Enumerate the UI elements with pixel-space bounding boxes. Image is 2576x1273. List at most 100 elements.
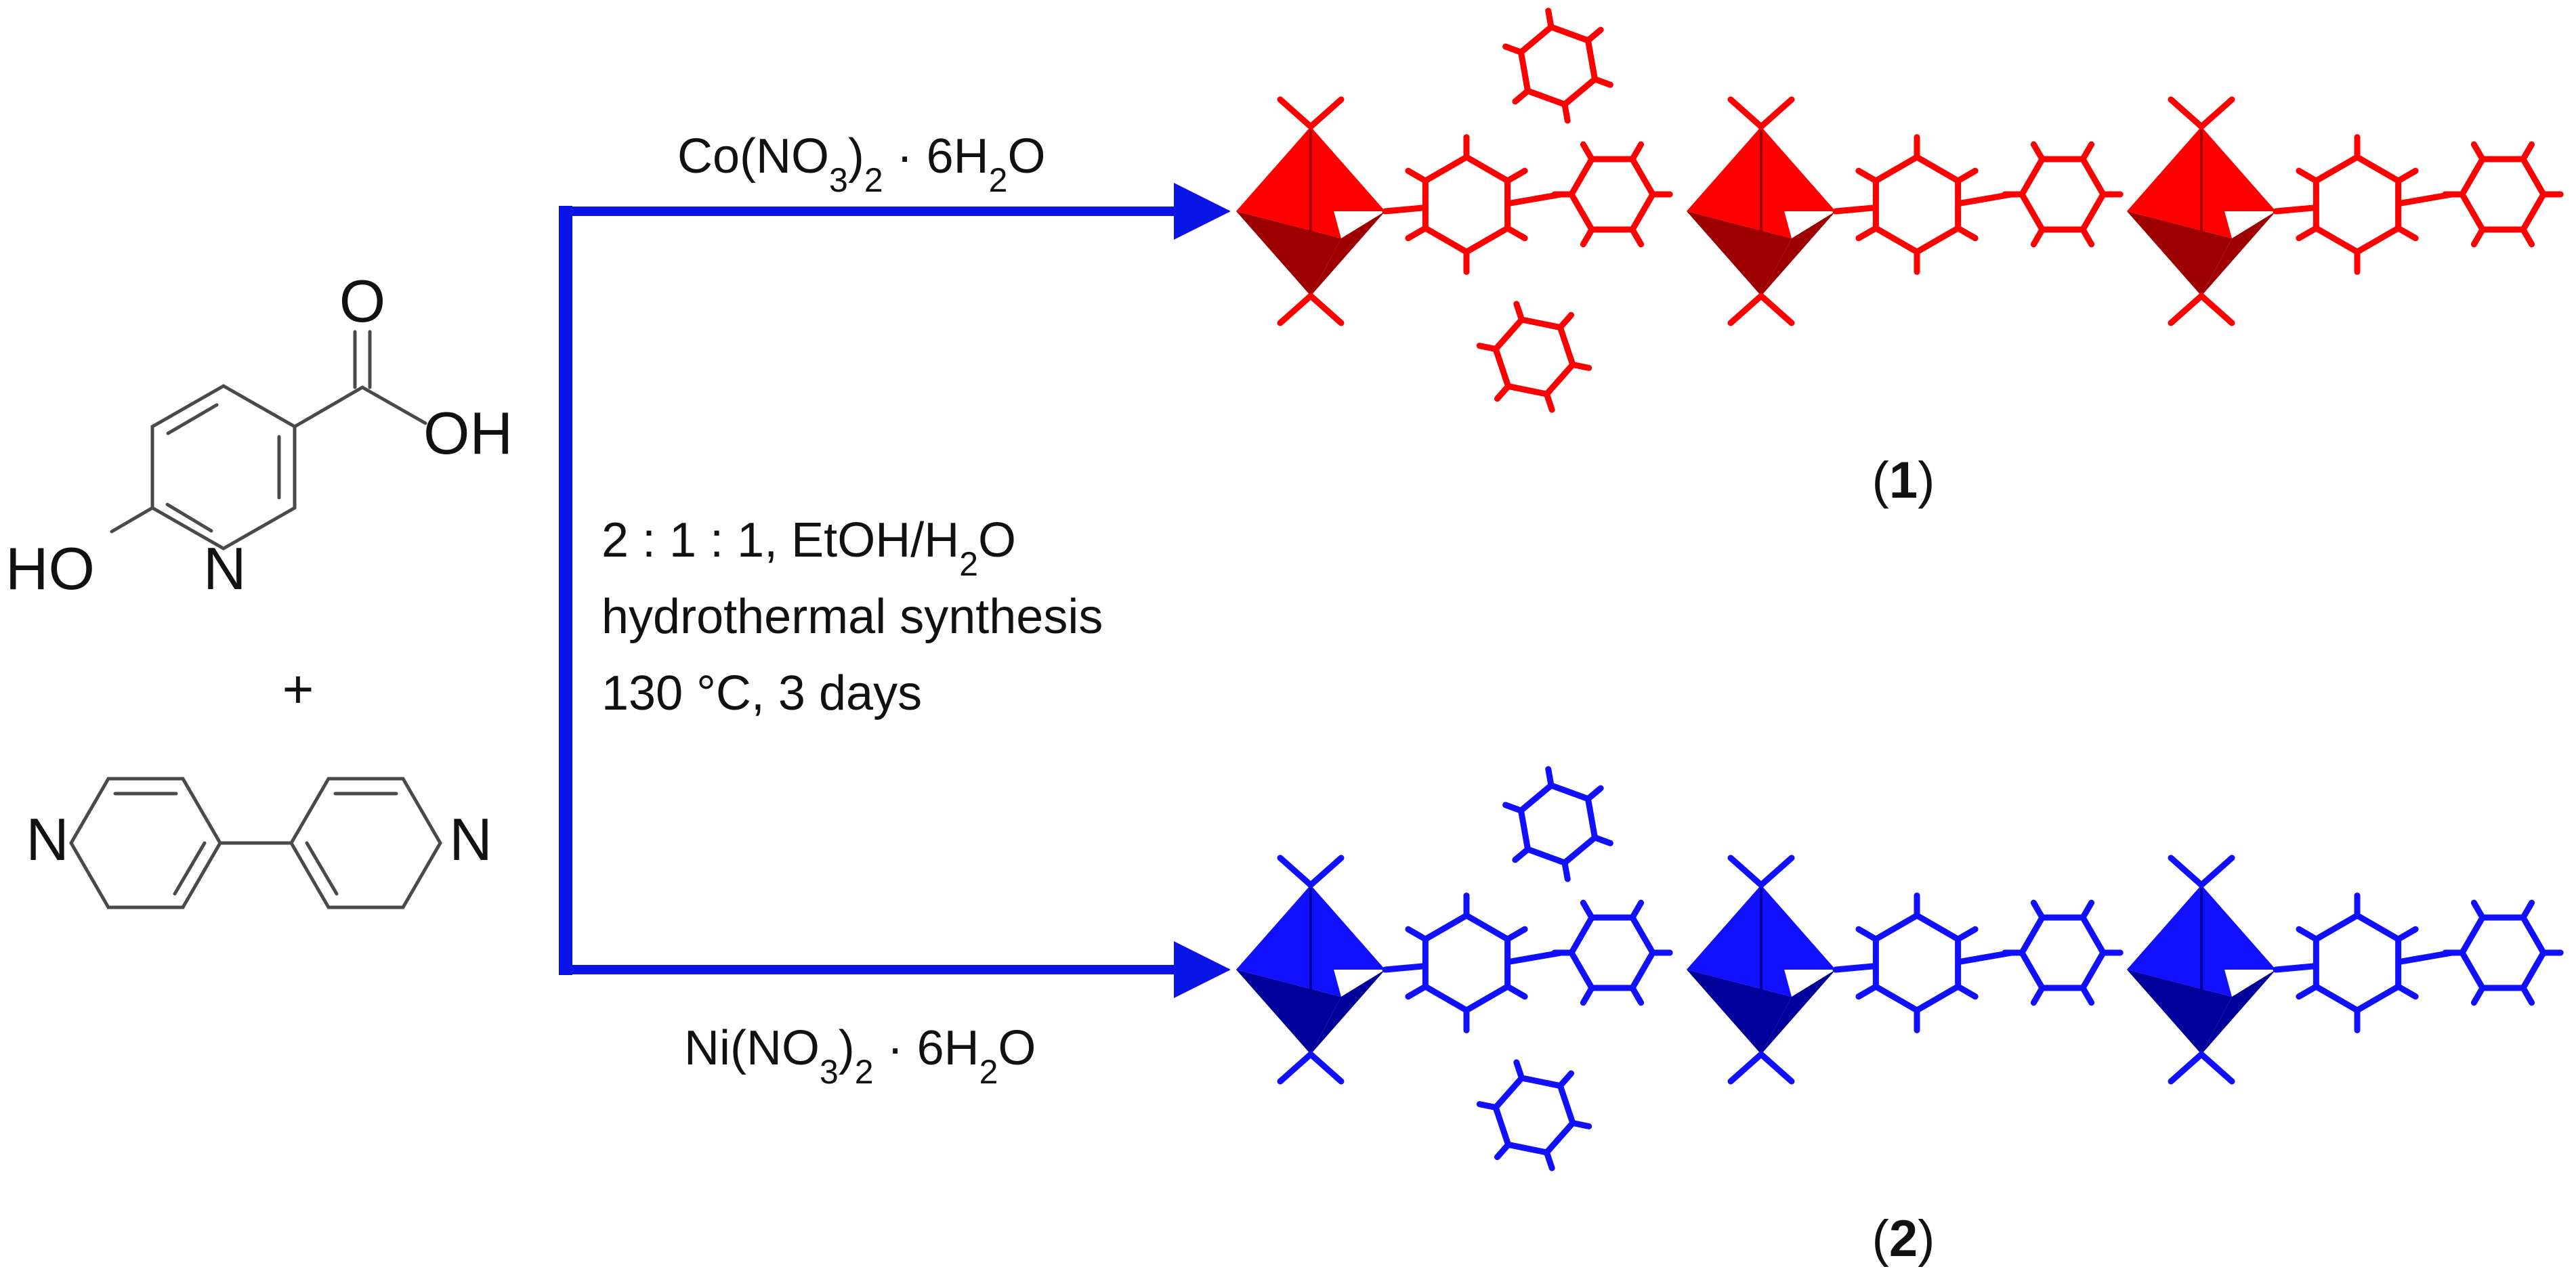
octahedron-face: [1687, 127, 1792, 238]
ring-substituent: [1955, 926, 1979, 943]
ring-substituent: [1580, 899, 1595, 921]
ring-substituent: [1513, 1059, 1525, 1081]
ring-substituent: [1561, 859, 1571, 882]
metal-bond: [1277, 855, 1314, 888]
ring-substituent: [2520, 141, 2535, 163]
ring-substituent: [1405, 983, 1429, 1000]
temperature-time-text: 130 °C, 3 days: [601, 666, 922, 720]
ring-substituent: [1629, 226, 1645, 248]
metal-bond: [1307, 855, 1345, 888]
metal-bond: [2168, 293, 2205, 326]
ring-substituent: [1504, 167, 1528, 184]
ring-substituent: [2296, 167, 2319, 184]
linker-bond: [2273, 963, 2317, 973]
ring-substituent: [1512, 846, 1532, 863]
ring-substituent: [2296, 926, 2319, 943]
carbonyl-oxygen-label: O: [339, 267, 385, 335]
ring-substituent: [1557, 1070, 1575, 1089]
ring-substituent: [1405, 926, 1429, 943]
ring-substituent: [2395, 983, 2419, 1000]
octahedron-face: [2127, 211, 2232, 296]
ring-substituent: [1494, 383, 1512, 402]
hydroxynicotinic-acid-structure: [110, 330, 427, 551]
octahedron-face: [1236, 127, 1341, 238]
ligand-ring: [1568, 156, 1656, 233]
ring-substituent: [1855, 926, 1879, 943]
metal-bond: [2168, 96, 2205, 130]
metal-bond: [1758, 96, 1795, 130]
cobalt-coordination-chain: [1236, 7, 2564, 413]
octahedron-face: [1236, 211, 1341, 296]
ring-substituent: [1629, 985, 1645, 1006]
ring-substituent: [2520, 226, 2535, 248]
metal-bond: [1277, 1051, 1314, 1085]
ring-substituent: [2030, 226, 2046, 248]
metal-bond: [1277, 96, 1314, 130]
bipyridine-structure: [69, 777, 442, 909]
ring-substituent: [1955, 225, 1979, 242]
metal-bond: [1277, 293, 1314, 326]
ring-substituent: [2296, 225, 2319, 242]
ring-substituent: [1405, 225, 1429, 242]
nickel-coordination-chain: [1236, 766, 2564, 1171]
acid-oh-label: OH: [423, 400, 513, 467]
nickel-reagent-label: Ni(NO3)2 · 6H2O: [684, 1021, 1036, 1091]
ring-substituent: [1629, 141, 1645, 163]
metal-bond: [1727, 96, 1765, 130]
octahedron-face: [2127, 970, 2232, 1054]
octahedron-face: [1687, 211, 1792, 296]
octahedron-face: [2201, 211, 2276, 296]
metal-bond: [1758, 855, 1795, 888]
hydroxy-label: HO: [5, 535, 95, 602]
metal-bond: [1727, 293, 1765, 326]
ring-substituent: [2470, 985, 2486, 1006]
ring-substituent: [2030, 899, 2046, 921]
octahedron-face: [2127, 127, 2232, 238]
ligand-ring: [2459, 914, 2547, 991]
ring-substituent: [2030, 985, 2046, 1006]
reaction-arrow: [559, 183, 1231, 998]
ring-substituent: [1580, 141, 1595, 163]
plus-sign: +: [282, 659, 314, 719]
bipyridine-n-right-label: N: [449, 806, 492, 873]
ring-substituent: [1476, 343, 1499, 352]
ring-substituent: [2296, 983, 2319, 1000]
metal-bond: [1307, 1051, 1345, 1085]
product-2-label: (2): [1872, 1210, 1935, 1268]
ring-substituent: [2079, 141, 2095, 163]
ring-substituent: [1545, 7, 1555, 30]
ring-substituent: [1545, 766, 1555, 789]
metal-bond: [2168, 1051, 2205, 1085]
ring-substituent: [2470, 899, 2486, 921]
ring-substituent: [1855, 167, 1879, 184]
ring-substituent: [1569, 362, 1592, 371]
ring-substituent: [1629, 899, 1645, 921]
ligand-ring: [1492, 316, 1576, 397]
ring-substituent: [1855, 983, 1879, 1000]
ring-substituent: [1543, 1149, 1555, 1171]
ring-substituent: [2079, 985, 2095, 1006]
ratio-solvent-text: 2 : 1 : 1, EtOH/H2O: [601, 513, 1016, 583]
ligand-ring: [2019, 156, 2107, 233]
ring-substituent: [2030, 141, 2046, 163]
linker-bond: [1382, 204, 1426, 215]
linker-bond: [1832, 963, 1876, 973]
ring-substituent: [1580, 985, 1595, 1006]
metal-bond: [1758, 293, 1795, 326]
ligand-ring: [1422, 154, 1511, 255]
metal-bond: [2198, 1051, 2235, 1085]
ring-substituent: [1502, 802, 1525, 814]
metal-bond: [1758, 1051, 1795, 1085]
ring-substituent: [2079, 226, 2095, 248]
ligand-ring: [2313, 912, 2402, 1014]
bipyridine-n-left-label: N: [26, 806, 69, 873]
ring-substituent: [1591, 834, 1613, 846]
metal-bond: [2198, 96, 2235, 130]
ring-substituent: [1476, 1101, 1499, 1110]
ring-substituent: [1591, 76, 1613, 88]
product-1-label: (1): [1872, 452, 1935, 509]
octahedron-face: [1236, 970, 1341, 1054]
ligand-ring: [1492, 1075, 1576, 1156]
linker-bond: [1382, 963, 1426, 973]
ring-substituent: [2520, 899, 2535, 921]
